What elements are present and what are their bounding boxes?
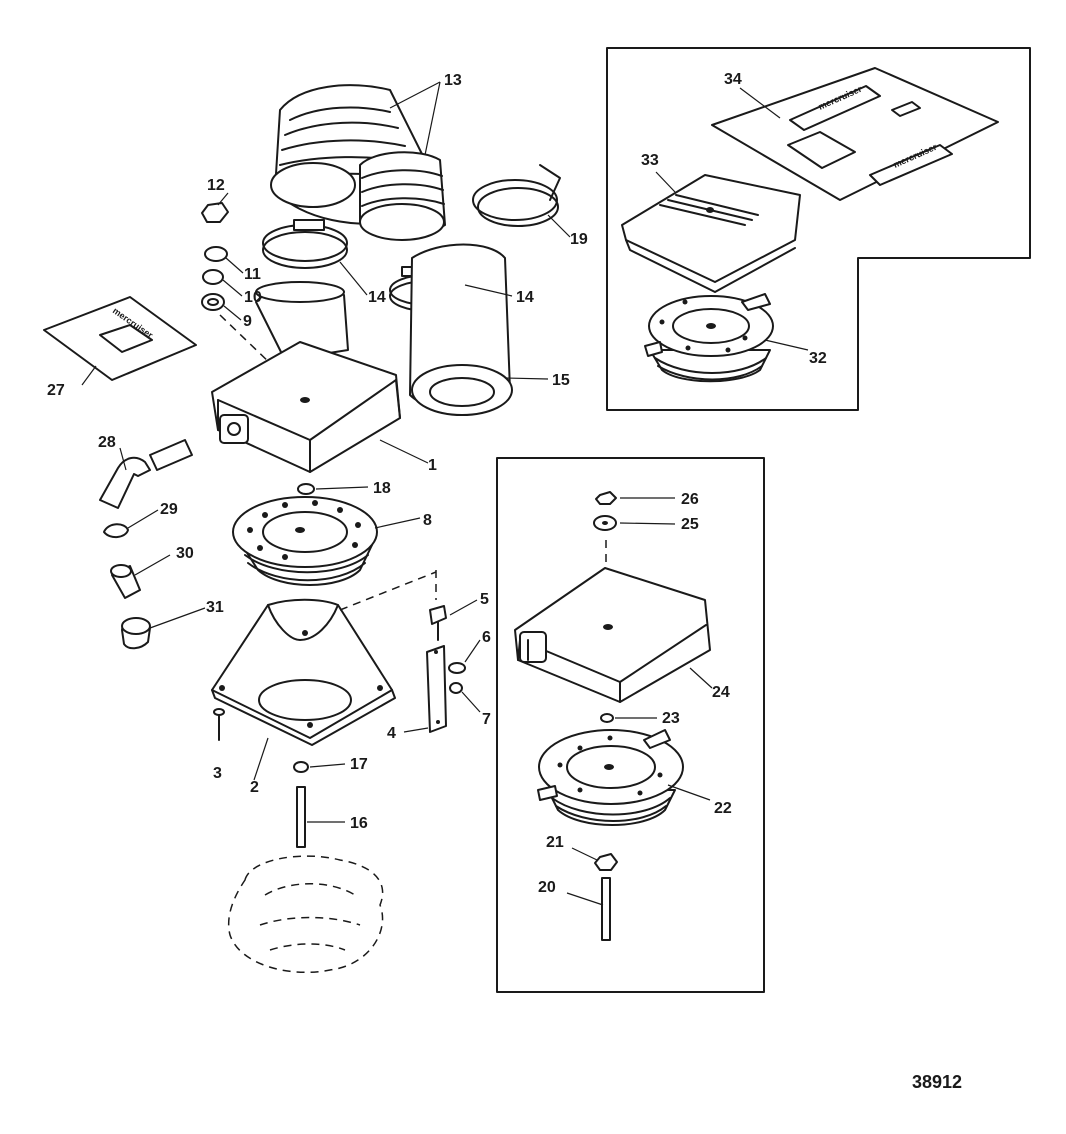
- nut-17: [293, 761, 309, 773]
- callout-25: 25: [681, 516, 699, 533]
- flame-arrestor-cover-1: [211, 281, 401, 473]
- callout-28: 28: [98, 434, 116, 451]
- flame-arrestor-22: [537, 729, 684, 826]
- callout-34: 34: [724, 71, 742, 88]
- washer-11: [204, 246, 228, 262]
- figure-number: 38912: [912, 1072, 962, 1092]
- stud-16: [296, 786, 306, 848]
- filter-element-15: [409, 243, 513, 416]
- callout-12: 12: [207, 177, 225, 194]
- callout-5: 5: [480, 591, 489, 608]
- seal-9: [201, 293, 225, 311]
- callout-14a: 14: [368, 289, 386, 306]
- clamp-19: [472, 164, 561, 227]
- stud-5: [429, 605, 447, 641]
- callout-labels: 1 2 3 4 5 6 7 8 9 10 11 12 13 14 14 15 1…: [47, 71, 827, 896]
- carburetor-outline: [228, 855, 384, 974]
- callout-13: 13: [444, 72, 462, 89]
- nut-18: [297, 483, 315, 495]
- stud-20: [601, 877, 611, 941]
- callout-30: 30: [176, 545, 194, 562]
- flex-duct-13: [270, 84, 446, 241]
- callout-4: 4: [387, 725, 396, 742]
- callout-3: 3: [213, 765, 222, 782]
- callout-32: 32: [809, 350, 827, 367]
- flame-arrestor-32: [644, 293, 774, 383]
- callout-19: 19: [570, 231, 588, 248]
- callout-26: 26: [681, 491, 699, 508]
- washer-6: [448, 662, 466, 674]
- callout-16: 16: [350, 815, 368, 832]
- fitting-30: [110, 564, 141, 599]
- washer-10: [202, 269, 224, 285]
- screw-3: [213, 708, 225, 741]
- washer-25: [593, 515, 617, 531]
- callout-15: 15: [552, 372, 570, 389]
- nut-26: [595, 491, 617, 505]
- cap-31: [121, 617, 151, 650]
- inset-box-upper-right: [606, 47, 1031, 411]
- callout-1: 1: [428, 457, 437, 474]
- adaptor-base-2: [211, 598, 396, 746]
- flame-arrestor-8: [232, 496, 378, 586]
- callout-2: 2: [250, 779, 259, 796]
- callout-27: 27: [47, 382, 65, 399]
- callout-7: 7: [482, 711, 491, 728]
- nut-12: [201, 202, 229, 223]
- inset-box-lower-right: [496, 457, 765, 993]
- decal-27: mercruiser: [43, 296, 197, 381]
- callout-10: 10: [244, 289, 262, 306]
- callout-23: 23: [662, 710, 680, 727]
- callout-18: 18: [373, 480, 391, 497]
- callout-17: 17: [350, 756, 368, 773]
- nut-7: [449, 682, 463, 694]
- hose-28: [99, 439, 193, 509]
- cover-33: [621, 174, 801, 293]
- hose-clamp-14-left: [262, 219, 348, 269]
- decal-sheet-34: mercruiser mercruiser: [711, 67, 999, 201]
- leader-lines: [81, 81, 809, 906]
- callout-33: 33: [641, 152, 659, 169]
- clamp-29: [103, 523, 129, 538]
- callout-8: 8: [423, 512, 432, 529]
- callout-9: 9: [243, 313, 252, 330]
- nut-23: [600, 713, 614, 723]
- callout-11: 11: [244, 266, 261, 283]
- callout-31: 31: [206, 599, 224, 616]
- cover-24: [514, 567, 711, 703]
- callout-14b: 14: [516, 289, 534, 306]
- callout-20: 20: [538, 879, 556, 896]
- callout-6: 6: [482, 629, 491, 646]
- bracket-4: [426, 645, 447, 733]
- callout-29: 29: [160, 501, 178, 518]
- callout-21: 21: [546, 834, 564, 851]
- callout-22: 22: [714, 800, 732, 817]
- callout-24: 24: [712, 684, 730, 701]
- nut-21: [594, 853, 618, 871]
